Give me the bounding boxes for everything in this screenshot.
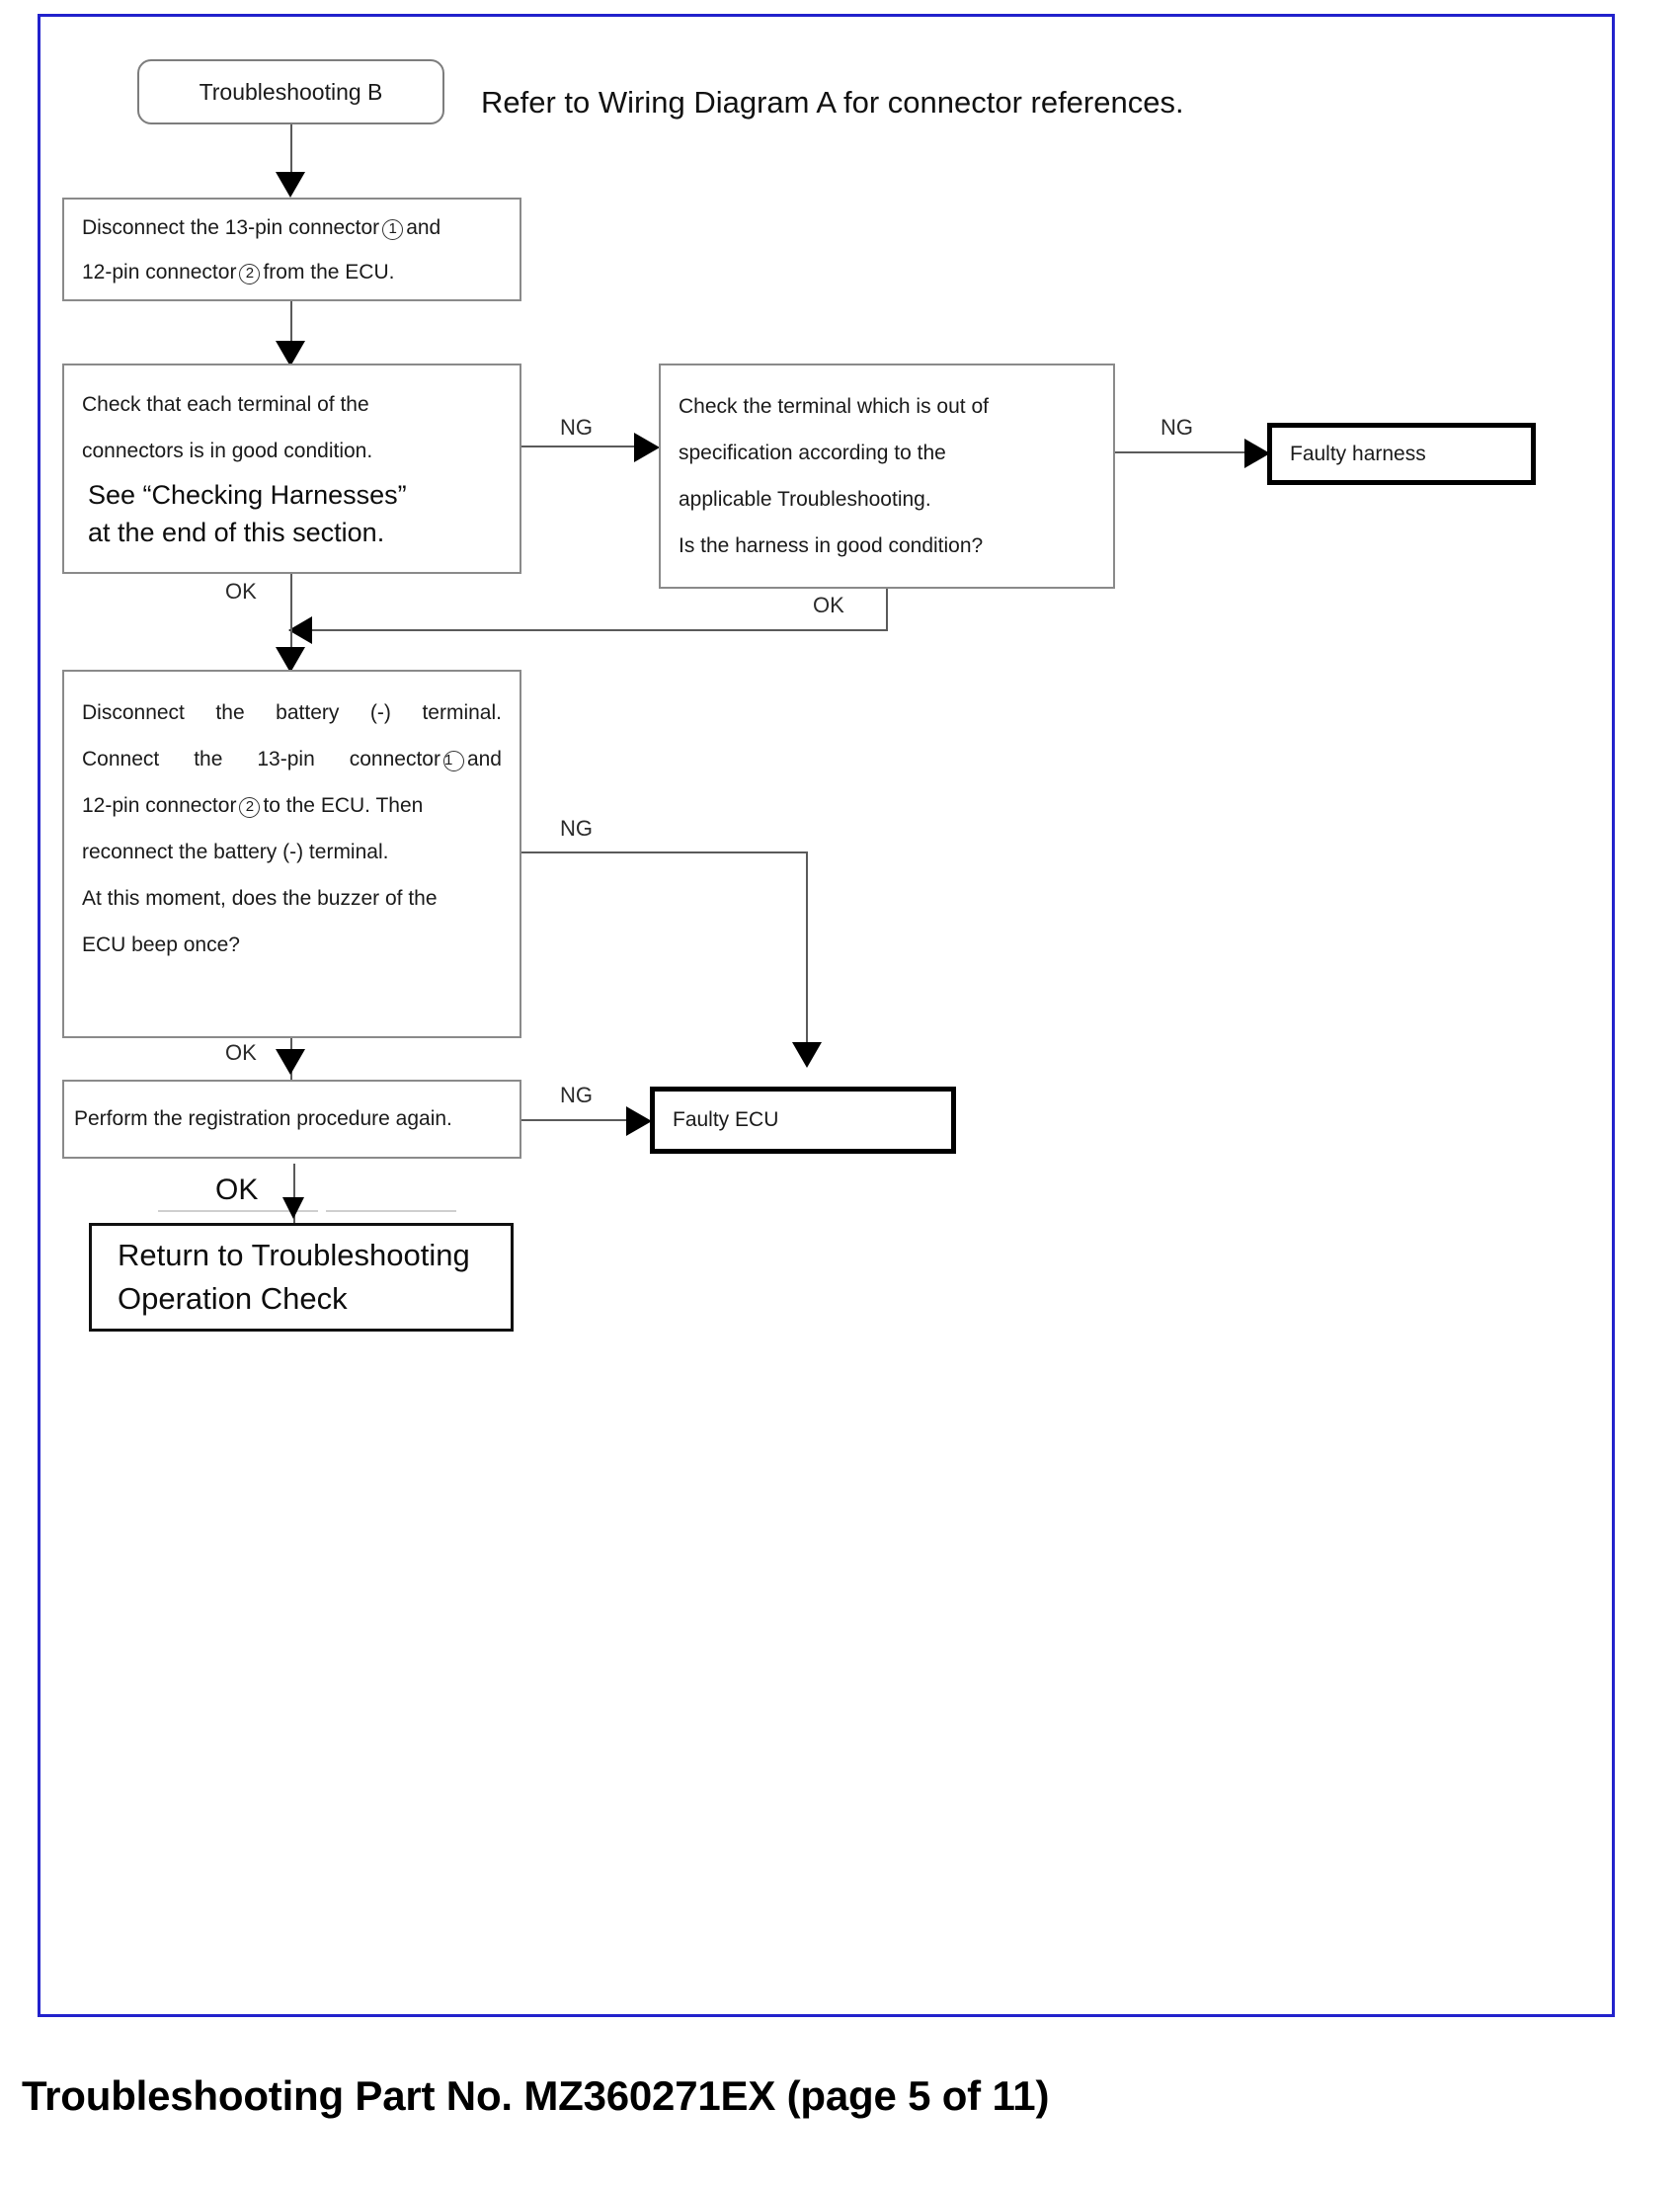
node-return-line1: Return to Troubleshooting: [118, 1238, 470, 1272]
branch-label-ng-2: NG: [1160, 415, 1193, 440]
troubleshooting-flowchart: Refer to Wiring Diagram A for connector …: [62, 59, 1536, 1332]
node-disconnect-line1-text-a: Disconnect the 13-pin connector: [82, 215, 380, 239]
connector-ok-check-down: [290, 574, 292, 671]
node-check-terminals[interactable]: Check that each terminal of the connecto…: [62, 364, 521, 574]
node-reconnect-line6: ECU beep once?: [82, 933, 240, 956]
connector-ng-registration-to-ecu: [521, 1119, 640, 1121]
node-reconnect-line2-text-a: Connect the 13-pin connector: [82, 748, 440, 770]
node-disconnect-line1-text-b: and: [406, 215, 441, 239]
node-check-terminals-line3: See “Checking Harnesses”: [88, 480, 407, 510]
node-check-terminals-line4: at the end of this section.: [88, 518, 385, 547]
node-disconnect-line2-text-b: from the ECU.: [263, 260, 395, 284]
node-faulty-harness[interactable]: Faulty harness: [1267, 423, 1536, 485]
node-faulty-ecu-label: Faulty ECU: [673, 1108, 779, 1131]
node-check-out-of-spec[interactable]: Check the terminal which is out of speci…: [659, 364, 1115, 589]
connector-disconnect-to-check: [290, 301, 292, 356]
faint-rule-right: [326, 1210, 456, 1212]
footer-part-number: Troubleshooting Part No. MZ360271EX (pag…: [22, 2072, 1050, 2119]
circled-number-2-reconnect: 2: [239, 797, 261, 818]
circled-number-2: 2: [239, 263, 261, 284]
node-reconnect-line4: reconnect the battery (-) terminal.: [82, 841, 389, 863]
node-check-spec-line1: Check the terminal which is out of: [679, 395, 989, 418]
connector-ng-reconnect-right: [521, 851, 808, 853]
connector-ng-check-to-spec: [521, 446, 648, 447]
branch-label-ok-1: OK: [225, 579, 257, 604]
connector-ng-spec-to-harness: [1115, 451, 1261, 453]
connector-ok-spec-left: [304, 629, 888, 631]
node-reconnect-and-buzzer[interactable]: Disconnect the battery (-) terminal. Con…: [62, 670, 521, 1038]
node-registration-again[interactable]: Perform the registration procedure again…: [62, 1080, 521, 1159]
arrowhead-start-to-disconnect: [276, 172, 305, 198]
node-check-terminals-line2: connectors is in good condition.: [82, 440, 373, 462]
branch-label-ng-4: NG: [560, 1083, 593, 1107]
circled-number-1: 1: [382, 218, 404, 240]
node-faulty-ecu[interactable]: Faulty ECU: [650, 1087, 956, 1154]
arrowhead-ok-reconnect-to-registration: [276, 1049, 305, 1075]
node-registration-label: Perform the registration procedure again…: [74, 1107, 452, 1130]
node-start-troubleshooting-b[interactable]: Troubleshooting B: [137, 59, 444, 124]
arrowhead-ok-check-to-reconnect: [276, 647, 305, 673]
branch-label-ng-3: NG: [560, 816, 593, 841]
node-start-label: Troubleshooting B: [199, 79, 383, 105]
arrowhead-ng-reconnect-to-ecu: [792, 1042, 822, 1068]
arrowhead-ok-registration-to-return: [282, 1197, 304, 1219]
branch-label-ng-1: NG: [560, 415, 593, 440]
connector-ok-spec-down: [886, 589, 888, 631]
branch-label-ok-4: OK: [215, 1174, 259, 1206]
node-check-terminals-line1: Check that each terminal of the: [82, 393, 369, 416]
arrowhead-ng-spec-to-harness: [1244, 439, 1270, 468]
node-disconnect-line2-text-a: 12-pin connector: [82, 260, 237, 284]
node-check-spec-line3: applicable Troubleshooting.: [679, 488, 931, 511]
node-check-spec-line2: specification according to the: [679, 442, 946, 464]
arrowhead-disconnect-to-check: [276, 341, 305, 366]
node-reconnect-line3-text-a: 12-pin connector: [82, 794, 237, 817]
arrowhead-ng-registration-to-ecu: [626, 1106, 652, 1136]
node-return-line2: Operation Check: [118, 1281, 348, 1316]
faint-rule-left: [158, 1210, 318, 1212]
connector-ok-registration-down: [293, 1164, 295, 1223]
arrowhead-ok-spec-to-merge: [288, 616, 312, 644]
branch-label-ok-2: OK: [813, 593, 844, 617]
node-reconnect-line2-text-b: and: [466, 748, 502, 770]
node-reconnect-line5: At this moment, does the buzzer of the: [82, 887, 438, 910]
node-reconnect-line1: Disconnect the battery (-) terminal.: [82, 701, 502, 724]
arrowhead-ng-check-to-spec: [634, 433, 660, 462]
node-reconnect-line3-text-b: to the ECU. Then: [263, 794, 424, 817]
connector-start-to-disconnect: [290, 124, 292, 184]
node-check-spec-line4: Is the harness in good condition?: [679, 534, 984, 557]
connector-ng-reconnect-down: [806, 851, 808, 1060]
node-faulty-harness-label: Faulty harness: [1290, 442, 1426, 465]
node-return-operation-check[interactable]: Return to Troubleshooting Operation Chec…: [89, 1223, 514, 1332]
branch-label-ok-3: OK: [225, 1040, 257, 1065]
circled-number-1-reconnect: 1: [442, 751, 464, 771]
wiring-diagram-note: Refer to Wiring Diagram A for connector …: [481, 85, 1184, 120]
